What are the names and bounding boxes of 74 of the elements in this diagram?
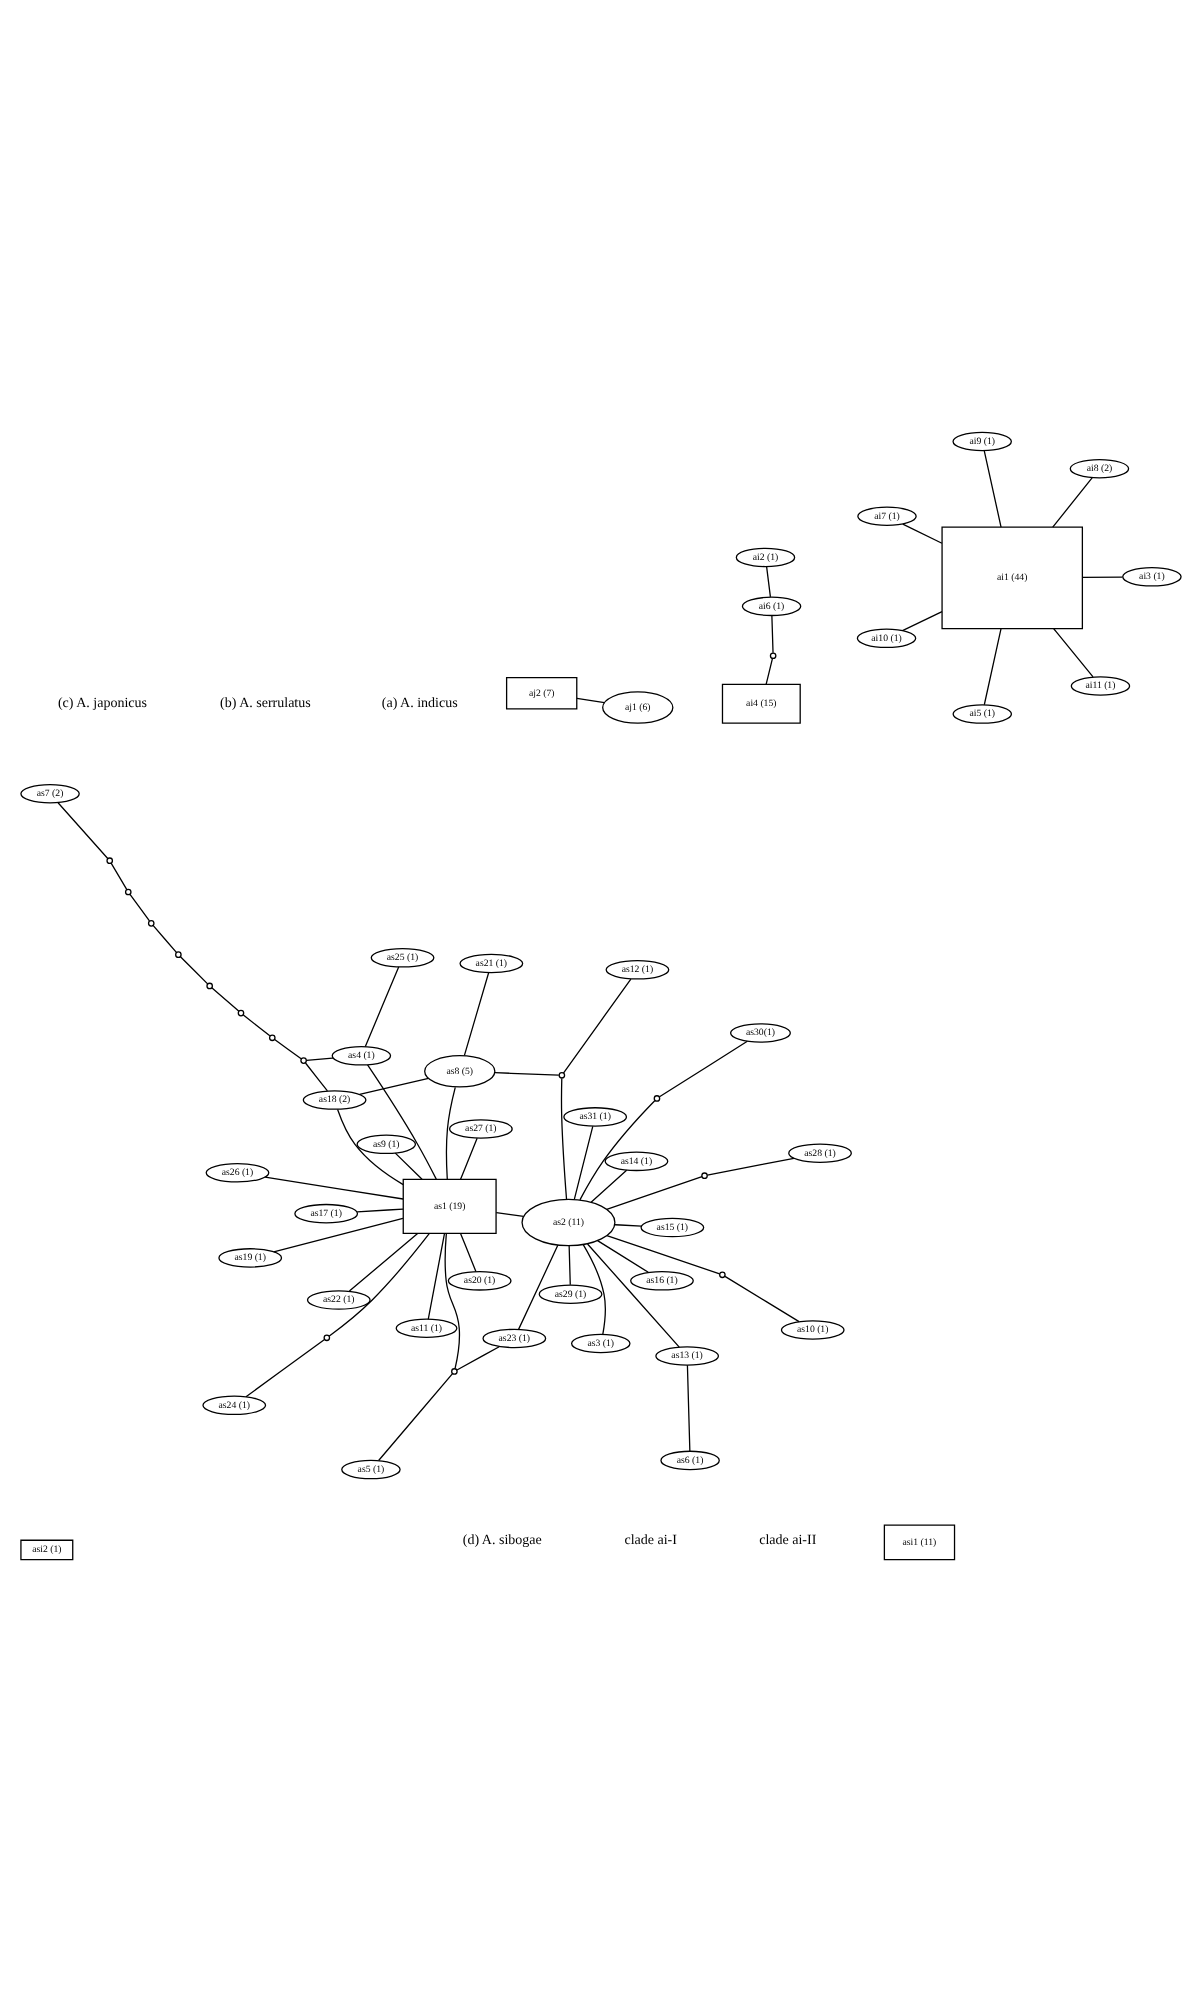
node-circle <box>451 1368 458 1375</box>
connector <box>586 1243 680 1348</box>
connector <box>274 1038 302 1060</box>
connector <box>57 802 109 860</box>
node-circle <box>206 982 213 990</box>
connector <box>983 628 1002 706</box>
connector <box>245 1338 326 1398</box>
node-circle <box>653 1095 661 1102</box>
connector <box>495 1212 525 1218</box>
connector <box>562 978 632 1074</box>
connector <box>582 1243 606 1335</box>
connector <box>211 987 240 1012</box>
connector <box>366 1064 437 1180</box>
connector <box>606 1175 703 1210</box>
connector <box>614 1224 643 1227</box>
connector <box>445 1086 456 1180</box>
connector <box>328 1233 430 1337</box>
connector <box>573 1125 594 1200</box>
connector <box>1052 477 1093 528</box>
node-circle <box>558 1071 566 1079</box>
connector <box>336 1108 404 1186</box>
node-circle <box>175 951 182 958</box>
connector <box>658 1040 748 1098</box>
connector <box>152 924 178 954</box>
connector <box>596 1240 649 1273</box>
connector <box>590 1169 628 1203</box>
node-circle <box>701 1172 708 1180</box>
connector <box>902 523 943 544</box>
connector <box>901 610 943 632</box>
connector <box>568 1245 571 1286</box>
connector <box>444 1232 461 1370</box>
node-circle <box>268 1034 276 1042</box>
connector <box>356 1208 404 1213</box>
connector <box>456 1346 500 1371</box>
connector <box>771 615 774 654</box>
connector <box>459 1137 478 1180</box>
connector <box>427 1232 446 1320</box>
connector <box>724 1275 800 1323</box>
connector <box>264 1176 404 1200</box>
connector <box>1081 576 1124 578</box>
connector <box>579 1100 656 1201</box>
connector <box>348 1232 419 1292</box>
connector <box>394 1152 423 1180</box>
node-circle <box>237 1009 245 1017</box>
node-circle <box>124 888 132 896</box>
connector <box>606 1234 721 1275</box>
node-circle <box>719 1271 726 1279</box>
connector <box>378 1373 453 1462</box>
node-circle <box>323 1334 331 1342</box>
connector <box>364 966 400 1048</box>
connector <box>576 697 606 704</box>
connector <box>766 566 772 598</box>
connector <box>560 1077 568 1200</box>
connector <box>983 450 1002 528</box>
connector <box>463 972 490 1057</box>
node-circle <box>300 1057 307 1064</box>
connector <box>494 1072 560 1076</box>
connector <box>358 1077 430 1095</box>
node-circle <box>106 857 114 865</box>
connector <box>305 1057 334 1061</box>
connector <box>686 1364 691 1452</box>
connector <box>110 862 128 891</box>
connector <box>765 658 774 685</box>
connector <box>129 893 151 922</box>
connector <box>304 1062 329 1092</box>
connector <box>706 1157 795 1176</box>
connector <box>1053 628 1094 678</box>
connector <box>517 1244 559 1330</box>
connector <box>179 956 209 985</box>
connector <box>242 1014 271 1037</box>
connector <box>460 1233 477 1273</box>
node-circle <box>147 920 155 927</box>
connector <box>273 1217 404 1253</box>
node-circle <box>769 652 777 660</box>
